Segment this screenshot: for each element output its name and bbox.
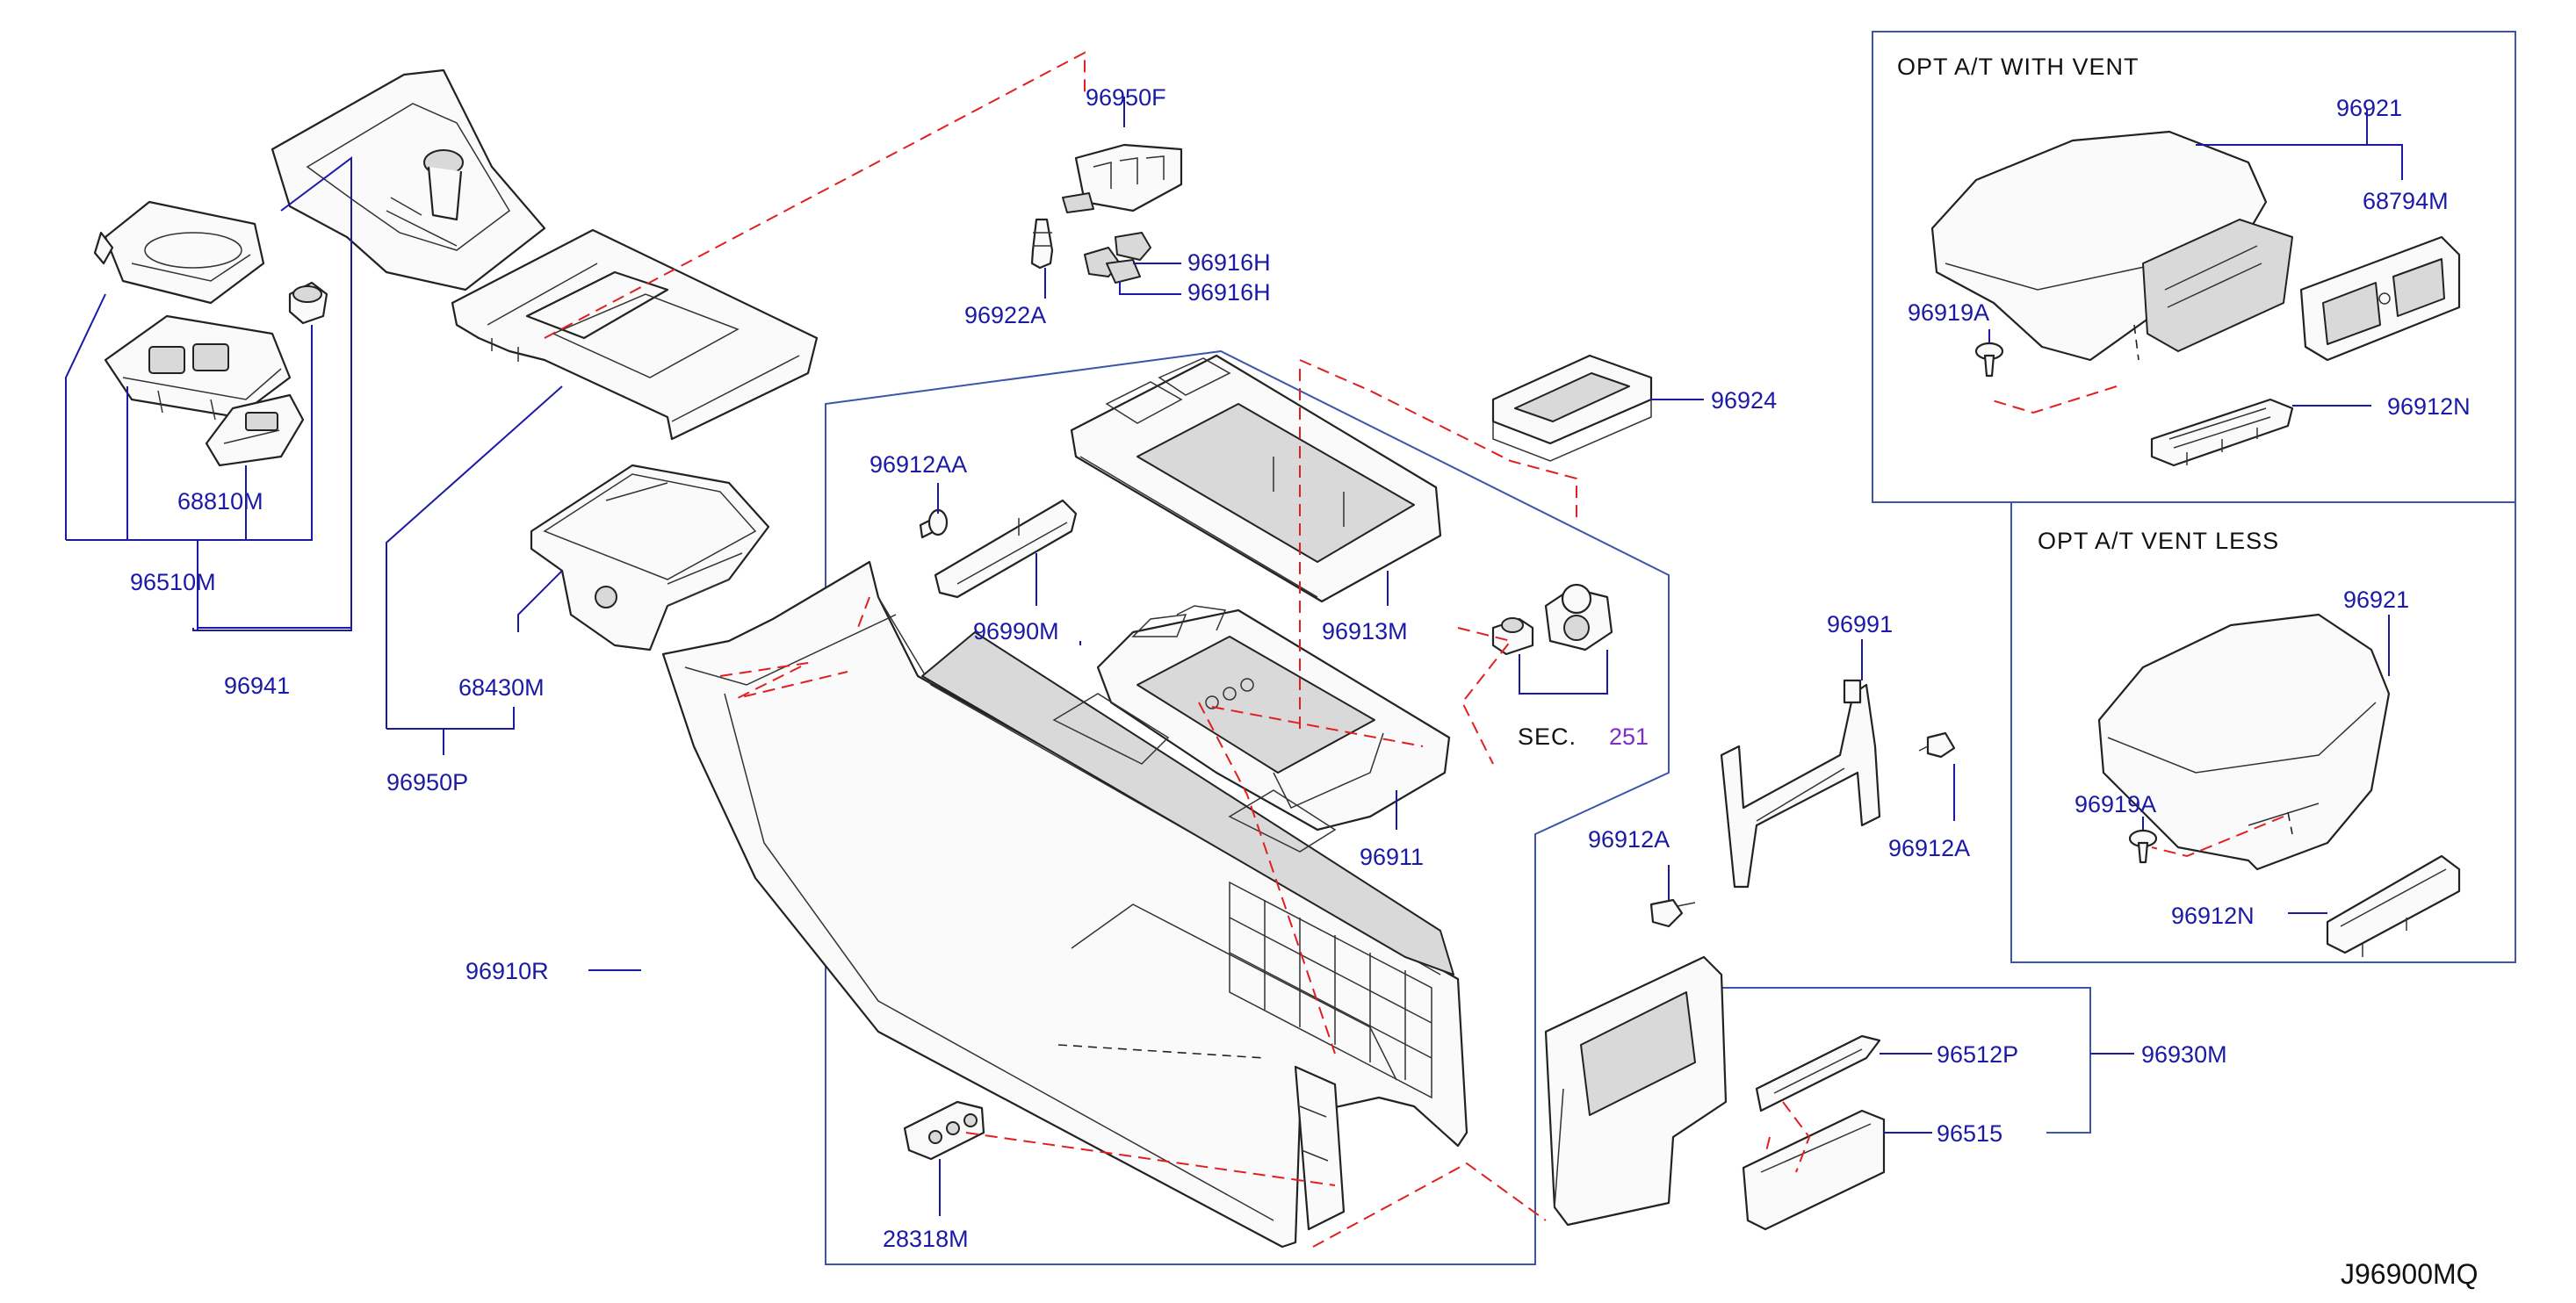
- label-96912A-a: 96912A: [1588, 826, 1670, 853]
- label-96991: 96991: [1827, 611, 1893, 637]
- frames: [825, 31, 2516, 1265]
- knob-part: [288, 281, 328, 325]
- 96950F-switch-part: [1062, 143, 1183, 213]
- 68430M-ashtray-part: [530, 464, 770, 652]
- console-grid: [1229, 881, 1432, 1099]
- 96919A-screw-vent-less-part: [2128, 829, 2158, 864]
- 68794M-vent-part: [2299, 235, 2461, 362]
- label-96950P: 96950P: [386, 769, 468, 795]
- label-96910R: 96910R: [465, 958, 549, 984]
- 96922A-clip-part: [1030, 218, 1054, 270]
- 96515-lid-part: [1742, 1109, 1886, 1231]
- label-96510M: 96510M: [130, 569, 216, 595]
- label-96512P: 96512P: [1937, 1041, 2018, 1068]
- 96912N-cap-vent-less-part: [2326, 854, 2461, 957]
- label-96924: 96924: [1711, 387, 1777, 414]
- leader-lines: [65, 97, 2403, 1216]
- label-96912N-vent-less: 96912N: [2171, 903, 2255, 929]
- 96911-box-part: [1096, 605, 1451, 831]
- label-68794M: 68794M: [2363, 188, 2449, 214]
- hidden-lines: [1057, 324, 2293, 1059]
- box-vent-less: [2010, 501, 2516, 963]
- 96910R-console-body-part: [661, 560, 1468, 1249]
- 96916H-knobs-part: [1084, 232, 1151, 284]
- 96991-bracket-part: [1720, 679, 1881, 889]
- 96919A-screw-with-vent-part: [1974, 342, 2004, 378]
- 96921-armrest-with-vent-part: [1930, 130, 2293, 362]
- console-assembly-frame: [825, 349, 1670, 1265]
- label-96950F: 96950F: [1086, 84, 1166, 111]
- label-96912N-with-vent: 96912N: [2387, 393, 2471, 420]
- label-96930M: 96930M: [2141, 1041, 2227, 1068]
- 96990M-bracket-part: [934, 499, 1078, 599]
- sec-prefix: SEC.: [1518, 723, 1577, 750]
- label-28318M: 28318M: [883, 1226, 969, 1252]
- label-96911: 96911: [1360, 844, 1424, 870]
- 96930M-rear-finisher-part: [1544, 955, 1728, 1227]
- label-96921-vent-less: 96921: [2343, 587, 2409, 613]
- label-96919A-with-vent: 96919A: [1908, 299, 1989, 326]
- switch-panel-part: [93, 200, 265, 305]
- label-96916H-a: 96916H: [1187, 249, 1271, 276]
- switch-base-part: [104, 314, 292, 421]
- label-68810M: 68810M: [177, 488, 263, 515]
- label-96912A-b: 96912A: [1888, 835, 1970, 861]
- box-with-vent-title: OPT A/T WITH VENT: [1897, 54, 2139, 80]
- 96912A-screw-a-part: [1649, 898, 1696, 928]
- 96912N-grille-with-vent-part: [2150, 398, 2294, 467]
- 96924-tray-part: [1491, 354, 1653, 462]
- 68810M-switch-part: [205, 393, 305, 467]
- 96913M-frame-part: [1070, 354, 1442, 603]
- sec-number: 251: [1609, 723, 1649, 750]
- label-96913M: 96913M: [1322, 618, 1408, 644]
- 96912AA-screw-part: [919, 508, 949, 539]
- assembly-guide-lines: [544, 51, 2284, 1248]
- diagram-code: J96900MQ: [2341, 1258, 2479, 1290]
- label-96919A-vent-less: 96919A: [2075, 791, 2156, 817]
- 28318M-connector-part: [903, 1100, 985, 1161]
- 96950P-finisher-part: [451, 228, 819, 441]
- 96912A-screw-b-part: [1918, 731, 1956, 759]
- box-vent-less-title: OPT A/T VENT LESS: [2038, 528, 2279, 554]
- label-68430M: 68430M: [458, 674, 545, 701]
- 96921-armrest-vent-less-part: [2097, 613, 2391, 871]
- rear-finisher-bracket: [1721, 987, 2091, 1134]
- power-socket-part: [1491, 583, 1613, 656]
- label-96922A: 96922A: [964, 302, 1046, 328]
- part-labels: 96950F 96916H 96916H 96922A 68810M 96510…: [130, 54, 2479, 1290]
- shift-finisher-part: [271, 68, 546, 292]
- 96512P-part: [1755, 1034, 1881, 1112]
- label-96515: 96515: [1937, 1120, 2002, 1147]
- label-96921-with-vent: 96921: [2336, 95, 2402, 121]
- label-96941: 96941: [224, 673, 290, 699]
- label-96990M: 96990M: [973, 618, 1059, 644]
- label-96912AA: 96912AA: [869, 451, 967, 478]
- label-96916H-b: 96916H: [1187, 279, 1271, 306]
- parts: [93, 68, 2461, 1249]
